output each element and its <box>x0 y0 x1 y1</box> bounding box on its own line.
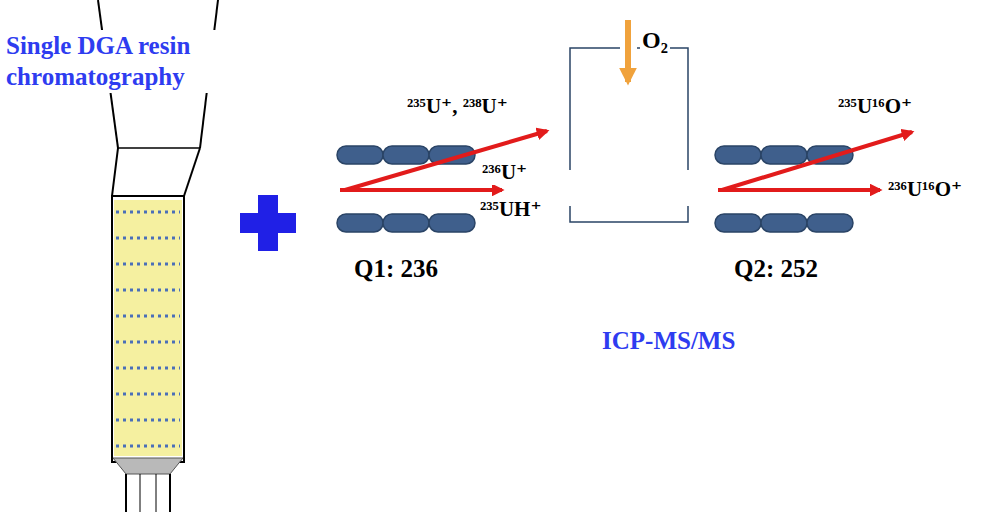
rod-segment <box>337 214 383 232</box>
method-title: Single DGA resin chromatography <box>4 30 223 93</box>
rod-segment <box>715 146 761 164</box>
rod-segment <box>337 146 383 164</box>
rod-segment <box>383 146 429 164</box>
outlet-tube <box>125 474 127 512</box>
bead-row <box>116 237 180 240</box>
outlet-tube <box>156 474 157 512</box>
column-neck <box>184 148 200 196</box>
plus-bar <box>258 195 278 251</box>
instrument-label: ICP-MS/MS <box>600 326 737 356</box>
ion-label: ²³⁵UH⁺ <box>478 197 543 222</box>
column-neck <box>112 148 118 196</box>
rod-segment <box>383 214 429 232</box>
rod-segment <box>761 214 807 232</box>
rod-segment <box>429 214 475 232</box>
quadrupole-label: Q2: 252 <box>732 254 820 284</box>
column-tube <box>112 196 184 462</box>
ion-label: ²³⁶U⁺ <box>480 160 529 185</box>
bead-row <box>116 289 180 292</box>
bead-row <box>116 393 180 396</box>
resin-bed <box>114 200 182 456</box>
outlet-tube <box>169 474 171 512</box>
bead-row <box>116 211 180 214</box>
resin-beads <box>116 212 180 446</box>
ion-label: ²³⁵U⁺, ²³⁸U⁺ <box>405 94 510 119</box>
gas-inlet-arrow <box>625 20 631 82</box>
selected-ion-beam <box>340 188 502 192</box>
ion-label: ²³⁵U¹⁶O⁺ <box>836 94 914 119</box>
selected-ion-beam <box>718 188 880 192</box>
rod-segment <box>715 214 761 232</box>
rod-segment <box>807 214 853 232</box>
column-neck <box>118 147 200 149</box>
bead-row <box>116 315 180 318</box>
bead-row <box>116 419 180 422</box>
quadrupole-label: Q1: 236 <box>352 254 440 284</box>
gas-label: O₂ <box>640 26 670 55</box>
column-frit <box>113 458 183 474</box>
ion-label: ²³⁶U¹⁶O⁺ <box>886 177 964 202</box>
rejected-ion-beam <box>345 131 547 190</box>
bead-row <box>116 367 180 370</box>
cell-wall <box>570 206 688 222</box>
rod-segment <box>761 146 807 164</box>
outlet-tube <box>140 474 141 512</box>
rejected-ion-beam <box>722 132 912 190</box>
plus-sign <box>240 195 296 251</box>
cell-wall <box>637 48 688 170</box>
bead-row <box>116 445 180 448</box>
cell-wall <box>570 48 620 170</box>
bead-row <box>116 341 180 344</box>
bead-row <box>116 263 180 266</box>
